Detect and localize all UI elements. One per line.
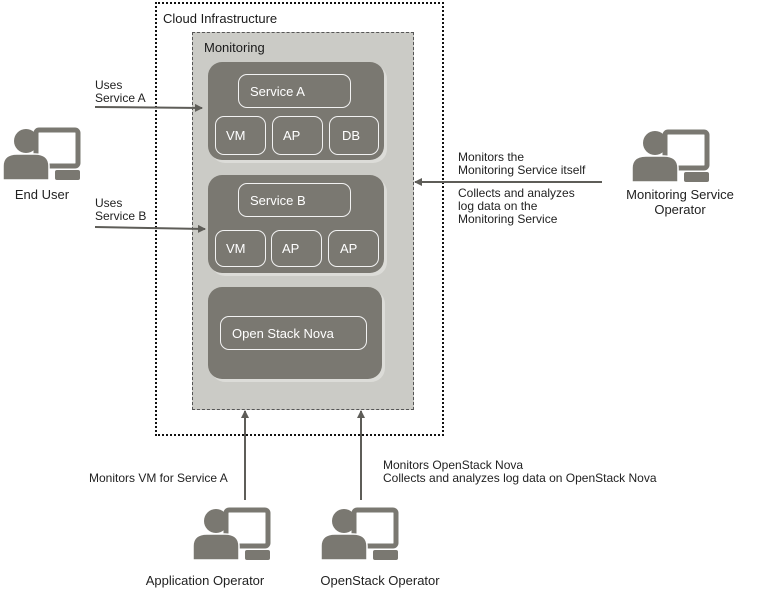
arrow-uses-service-b bbox=[94, 224, 206, 233]
uses-service-a-label: Uses Service A bbox=[95, 79, 146, 105]
label-line: Uses bbox=[95, 196, 123, 210]
uses-service-b-label: Uses Service B bbox=[95, 197, 146, 223]
monitoring-label: Monitoring bbox=[204, 40, 265, 55]
collect-self-label: Collects and analyzes log data on the Mo… bbox=[458, 187, 575, 226]
application-operator-label: Application Operator bbox=[145, 573, 265, 588]
cloud-infrastructure-label: Cloud Infrastructure bbox=[163, 11, 278, 26]
label-line: Monitoring Service bbox=[458, 212, 558, 226]
openstack-nova-title-box: Open Stack Nova bbox=[220, 316, 367, 350]
label-line: Uses bbox=[95, 78, 123, 92]
monitor-vm-label: Monitors VM for Service A bbox=[89, 471, 228, 485]
service-a-title-box: Service A bbox=[238, 74, 351, 108]
component-label: AP bbox=[283, 128, 301, 143]
component-label: VM bbox=[226, 241, 246, 256]
label-line: Operator bbox=[654, 202, 706, 217]
component-label: DB bbox=[342, 128, 361, 143]
label-line: log data on the bbox=[458, 199, 538, 213]
monitoring-operator-icon bbox=[631, 129, 710, 183]
service-a-block bbox=[208, 62, 384, 160]
openstack-operator-icon bbox=[320, 507, 399, 561]
monitor-self-label: Monitors the Monitoring Service itself bbox=[458, 151, 585, 177]
label-line: Monitors the bbox=[458, 150, 525, 164]
label-line: Monitors OpenStack Nova bbox=[383, 458, 524, 472]
service-b-ap-2: AP bbox=[328, 230, 379, 267]
arrow-uses-service-a bbox=[94, 103, 203, 112]
label-line: Collects and analyzes log data on OpenSt… bbox=[383, 471, 657, 485]
label-line: Monitoring Service itself bbox=[458, 163, 586, 177]
service-b-title: Service B bbox=[250, 192, 306, 208]
service-a-db: DB bbox=[329, 116, 379, 155]
service-b-vm: VM bbox=[215, 230, 266, 267]
component-label: AP bbox=[282, 241, 300, 256]
application-operator-icon bbox=[192, 507, 271, 561]
end-user-icon bbox=[2, 127, 81, 181]
label-line: Service A bbox=[95, 91, 146, 105]
label-line: Collects and analyzes bbox=[458, 186, 575, 200]
monitor-nova-label: Monitors OpenStack Nova Collects and ana… bbox=[383, 459, 657, 485]
end-user-label: End User bbox=[14, 187, 70, 202]
monitoring-operator-label: Monitoring Service Operator bbox=[610, 187, 750, 217]
service-a-ap: AP bbox=[272, 116, 323, 155]
openstack-nova-block bbox=[208, 287, 382, 379]
service-b-ap-1: AP bbox=[271, 230, 322, 267]
label-line: Service B bbox=[95, 209, 147, 223]
cloud-infrastructure-boundary bbox=[155, 2, 444, 436]
service-b-block bbox=[208, 175, 384, 273]
service-b-title-box: Service B bbox=[238, 183, 351, 217]
service-a-title: Service A bbox=[250, 83, 305, 99]
label-line: Monitoring Service bbox=[626, 187, 734, 202]
component-label: AP bbox=[340, 241, 358, 256]
service-a-vm: VM bbox=[215, 116, 266, 155]
component-label: VM bbox=[226, 128, 246, 143]
openstack-nova-title: Open Stack Nova bbox=[232, 325, 334, 341]
openstack-operator-label: OpenStack Operator bbox=[320, 573, 440, 588]
